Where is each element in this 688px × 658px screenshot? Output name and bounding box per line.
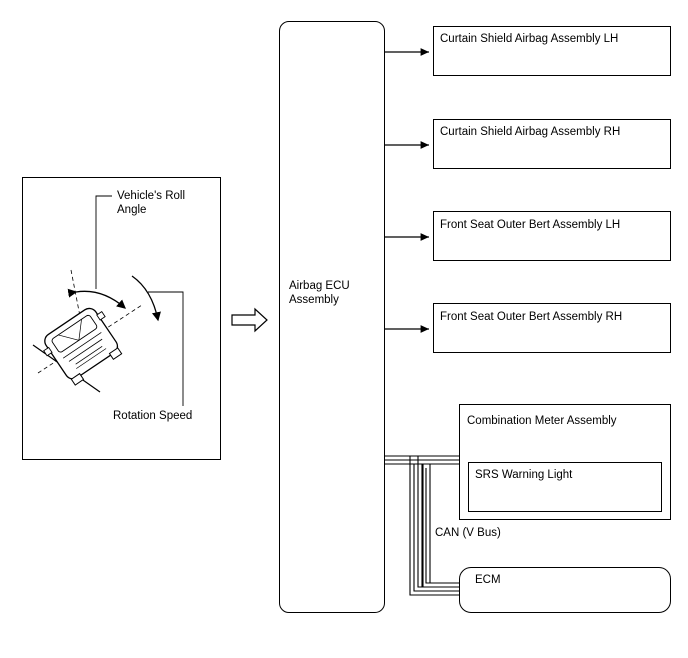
ecm-box: ECM: [459, 567, 671, 613]
ecm-label: ECM: [475, 574, 501, 586]
combination-meter-box: Combination Meter Assembly SRS Warning L…: [459, 404, 671, 520]
can-bus-label: CAN (V Bus): [435, 527, 501, 539]
signal-hollow-arrow: [231, 307, 268, 333]
combination-meter-label: Combination Meter Assembly: [467, 415, 617, 427]
roll-angle-label-line-1: Vehicle's Roll: [117, 190, 186, 202]
srs-warning-light-label: SRS Warning Light: [475, 469, 573, 481]
curtain-shield-rh-box: Curtain Shield Airbag Assembly RH: [433, 119, 671, 169]
can-bus-branch: [421, 464, 459, 588]
roll-angle-label-line-2: Angle: [117, 204, 147, 216]
rotation-speed-label: Rotation Speed: [113, 410, 193, 422]
rotation-speed-leader: [148, 291, 184, 406]
vehicle-rear-icon: [43, 307, 123, 386]
front-seat-lh-label: Front Seat Outer Bert Assembly LH: [440, 219, 621, 231]
front-seat-rh-box: Front Seat Outer Bert Assembly RH: [433, 303, 671, 353]
airbag-ecu-label-line-1: Airbag ECU: [289, 280, 350, 292]
srs-warning-light-box: SRS Warning Light: [468, 462, 662, 512]
roll-angle-leader: [95, 195, 112, 289]
front-seat-lh-box: Front Seat Outer Bert Assembly LH: [433, 211, 671, 261]
rotation-speed-arc: [131, 275, 161, 322]
curtain-shield-rh-label: Curtain Shield Airbag Assembly RH: [440, 126, 621, 138]
airbag-ecu-label-line-2: Assembly: [289, 294, 339, 306]
roll-angle-arc: [67, 288, 126, 309]
airbag-ecu-box: [279, 21, 385, 613]
curtain-shield-lh-label: Curtain Shield Airbag Assembly LH: [440, 33, 619, 45]
front-seat-rh-label: Front Seat Outer Bert Assembly RH: [440, 311, 623, 323]
curtain-shield-lh-box: Curtain Shield Airbag Assembly LH: [433, 26, 671, 76]
